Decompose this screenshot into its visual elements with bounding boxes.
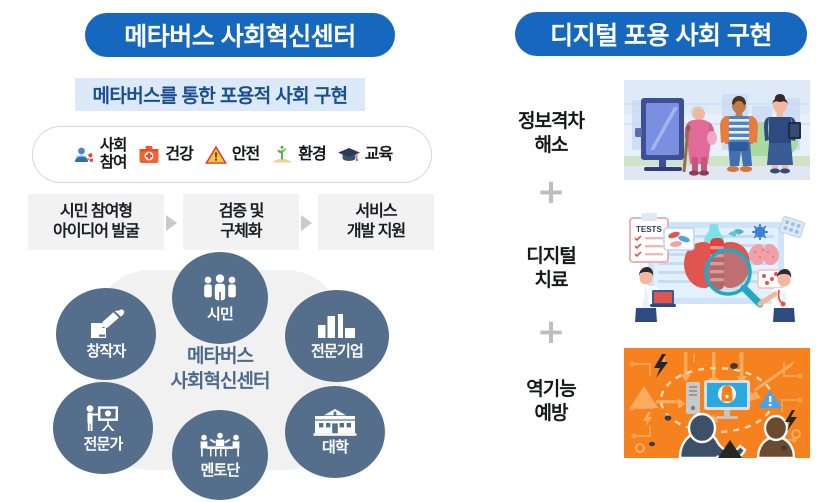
keyword-line2: 참여	[99, 153, 128, 171]
keyword-education: 교육	[337, 143, 393, 167]
keyword-safety: 안전	[204, 143, 260, 167]
hub-node-mentor[interactable]: 멘토단	[172, 410, 268, 500]
right-item-image-1	[624, 80, 810, 180]
right-item-label-1: 정보격차 해소	[490, 110, 612, 159]
hub-node-company[interactable]: 전문기업	[285, 290, 389, 382]
process-step-2-line1: 검증 및	[218, 203, 265, 220]
meeting-table-icon	[200, 432, 240, 457]
right-item-label-3-line1: 역기능	[526, 379, 576, 400]
hub-node-expert[interactable]: 전문가	[53, 382, 153, 474]
process-step-3-line1: 서비스	[355, 203, 397, 220]
community-people-icon	[74, 147, 93, 162]
process-step-2-line2: 구체화	[220, 223, 262, 240]
plus-icon: +	[536, 172, 566, 212]
process-step-1: 시민 참여형 아이디어 발굴	[28, 194, 164, 250]
keyword-health: 건강	[137, 143, 194, 167]
right-item-label-1-line2: 해소	[534, 135, 569, 157]
process-step-2: 검증 및 구체화	[183, 194, 299, 250]
graduation-cap-icon	[337, 147, 360, 161]
hub-node-label-mentor: 멘토단	[200, 462, 240, 479]
right-item-label-1-line1: 정보격차	[518, 111, 585, 132]
right-item-label-2-line2: 치료	[534, 270, 569, 292]
hub-node-label-expert: 전문가	[83, 436, 123, 453]
three-people-icon	[204, 274, 236, 301]
bar-chart-building-icon	[318, 314, 355, 338]
right-panel-title: 디지털 포용 사회 구현	[515, 12, 807, 56]
hub-node-label-company: 전문기업	[310, 343, 364, 360]
first-aid-kit-icon	[139, 145, 159, 163]
keyword-line1: 사회	[99, 136, 128, 154]
triangle-right-icon	[166, 215, 177, 231]
svg-text:TESTS: TESTS	[636, 225, 662, 234]
right-item-label-2-line1: 디지털	[526, 246, 576, 267]
hand-puzzle-icon	[91, 309, 125, 338]
seedling-sprout-icon	[272, 145, 292, 162]
hub-node-creator[interactable]: 창작자	[56, 288, 156, 380]
keyword-label-social-participation: 사회 참여	[99, 136, 128, 171]
hub-center-label: 메타버스 사회혁신센터	[146, 342, 294, 398]
presenter-board-icon	[86, 405, 118, 431]
left-panel-subtitle: 메타버스를 통한 포용적 사회 구현	[75, 78, 365, 111]
keyword-label-education: 교육	[364, 145, 393, 163]
right-item-image-3	[624, 348, 810, 458]
process-step-3: 서비스 개발 지원	[318, 194, 434, 250]
right-item-label-3-line2: 예방	[534, 403, 569, 425]
keyword-capsule: 사회 참여 건강 안전	[32, 126, 432, 183]
hub-node-citizen[interactable]: 시민	[172, 252, 268, 344]
illustration-medical-diagnosis-doctors: TESTS	[624, 208, 810, 322]
hub-center-line1: 메타버스	[187, 346, 254, 368]
warning-triangle-icon	[204, 145, 227, 164]
triangle-right-icon	[301, 215, 312, 231]
keyword-label-environment: 환경	[298, 145, 326, 163]
right-item-label-3: 역기능 예방	[490, 378, 612, 427]
keyword-social-participation: 사회 참여	[72, 136, 128, 171]
keyword-label-safety: 안전	[231, 145, 260, 163]
plus-icon: +	[536, 312, 566, 352]
stakeholder-hub: 메타버스 사회혁신센터 시민 창작자	[20, 252, 440, 500]
process-step-1-line2: 아이디어 발굴	[53, 223, 140, 240]
hub-center-line2: 사회혁신센터	[170, 371, 271, 392]
hub-node-label-citizen: 시민	[206, 306, 234, 323]
hub-node-university[interactable]: 대학	[285, 386, 385, 478]
illustration-cyber-security-threat	[624, 348, 810, 458]
hub-node-label-creator: 창작자	[86, 343, 126, 360]
illustration-digital-kiosk-diverse-people	[624, 80, 810, 180]
process-step-3-line2: 개발 지원	[346, 223, 406, 240]
hub-node-label-university: 대학	[321, 439, 349, 456]
right-item-label-2: 디지털 치료	[490, 245, 612, 294]
process-step-1-line1: 시민 참여형	[59, 203, 133, 220]
school-building-icon	[313, 409, 357, 436]
left-panel-title: 메타버스 사회혁신센터	[85, 13, 395, 57]
right-item-image-2: TESTS	[624, 208, 810, 322]
keyword-label-health: 건강	[165, 145, 193, 163]
keyword-environment: 환경	[270, 143, 327, 167]
